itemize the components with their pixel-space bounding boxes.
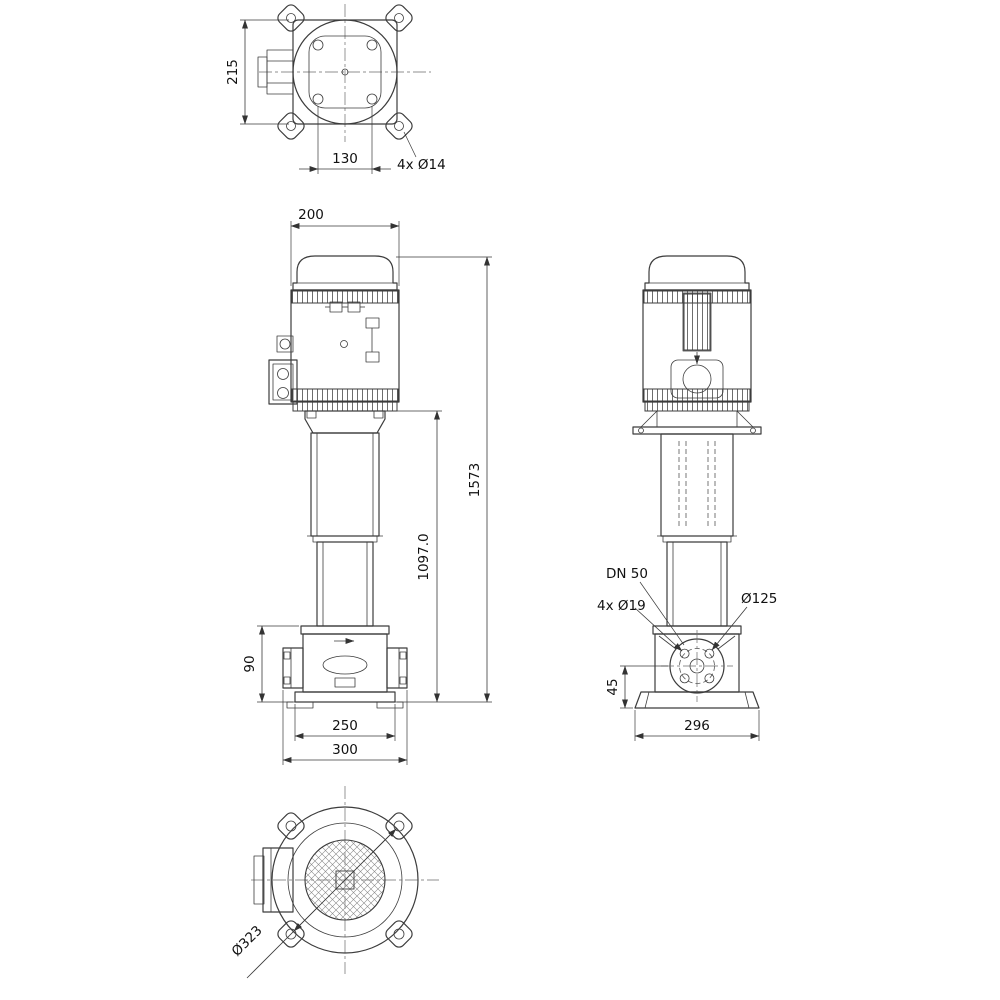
dim-base-bolt-spacing-label: 250 (332, 718, 358, 734)
dim-base-bolt-spacing: 250 (294, 704, 396, 741)
terminal-box (268, 335, 298, 405)
lantern (304, 410, 386, 434)
shaft-center (341, 68, 349, 76)
side-view: DN 50 4x Ø19 Ø125 45 296 (597, 255, 777, 741)
motor-face-details (325, 301, 380, 363)
callout-top-bolts: 4x Ø14 (397, 131, 446, 173)
fan-cover-side (644, 255, 750, 291)
fan-cover (292, 255, 398, 291)
stage-stack (307, 432, 383, 627)
cooling-slot (682, 292, 712, 365)
dim-volute-height-label: 90 (242, 655, 258, 672)
bottom-port-boss (253, 847, 294, 913)
dim-overall-height-label: 1573 (467, 463, 483, 497)
dim-volute-height: 90 (242, 625, 299, 703)
top-view-side-boss (257, 49, 294, 95)
bottom-flange-circle (271, 806, 419, 954)
motor-flange-side (644, 401, 750, 412)
nameplate (670, 359, 724, 399)
dim-base-width-label: 300 (332, 742, 358, 758)
top-view-bolt-holes (312, 39, 378, 105)
dim-bottom-diameter-label: Ø323 (229, 923, 266, 960)
fan-guard-square (308, 35, 382, 109)
bottom-inner-circle (287, 822, 403, 938)
stage-stack-side (657, 433, 737, 627)
dim-base-width: 300 (282, 690, 408, 765)
dim-top-height: 215 (225, 19, 289, 125)
front-view: 200 1573 1097.0 90 250 (242, 207, 492, 765)
top-view-centerlines (259, 4, 431, 142)
callout-bolt-circle: Ø125 (711, 591, 777, 651)
pump-base (282, 625, 408, 709)
callout-port-bolts: 4x Ø19 (597, 598, 683, 652)
top-view-corner-lugs (277, 4, 413, 140)
motor-flange (292, 401, 398, 412)
motor-stool (632, 410, 762, 435)
dim-port-center-height-label: 45 (605, 678, 621, 695)
dim-overall-height: 1573 (396, 256, 492, 703)
dim-pump-height: 1097.0 (386, 410, 442, 703)
dim-motor-width-label: 200 (298, 207, 324, 223)
motor-fins-top (291, 290, 399, 304)
callout-port-bolts-label: 4x Ø19 (597, 598, 646, 614)
bottom-view: Ø323 (229, 786, 439, 979)
base-foot (634, 691, 760, 709)
dim-top-height-label: 215 (225, 59, 241, 85)
top-view: 215 130 4x Ø14 (225, 4, 446, 174)
callout-port-dn: DN 50 (606, 566, 685, 646)
dim-motor-width: 200 (290, 207, 400, 286)
dim-top-bolt-spacing-label: 130 (332, 151, 358, 167)
dim-side-base-width-label: 296 (684, 718, 710, 734)
callout-bolt-circle-label: Ø125 (741, 591, 777, 607)
dim-top-bolt-spacing: 130 (299, 106, 391, 174)
motor-fins-bottom-side (643, 388, 751, 402)
dim-pump-height-label: 1097.0 (416, 533, 432, 580)
callout-port-dn-label: DN 50 (606, 566, 648, 582)
dim-side-base-width: 296 (634, 710, 760, 741)
callout-top-bolts-label: 4x Ø14 (397, 157, 446, 173)
motor-fins-bottom (291, 388, 399, 402)
base-plate (294, 691, 396, 703)
dim-port-center-height: 45 (605, 665, 668, 709)
pump-base-side (634, 625, 760, 709)
